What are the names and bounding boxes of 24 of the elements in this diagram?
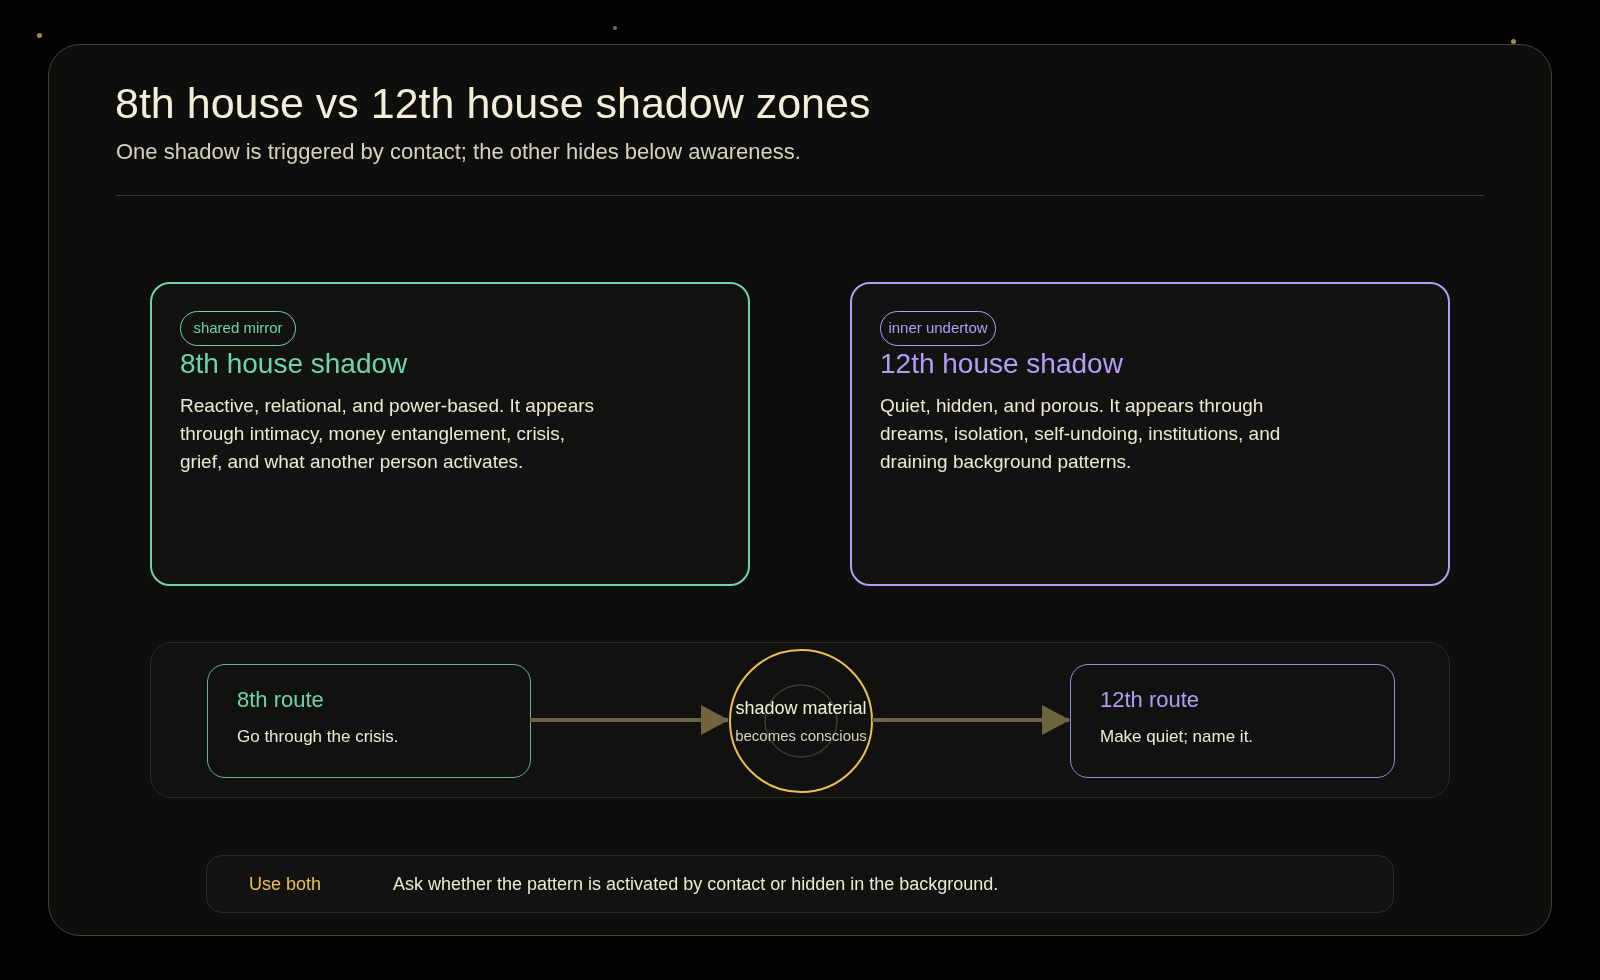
route-box	[1070, 664, 1395, 778]
arrow	[872, 705, 1070, 735]
route-text: Make quiet; name it.	[1100, 726, 1254, 748]
title: 8th house vs 12th house shadow zones	[115, 78, 871, 128]
card-description: Quiet, hidden, and porous. It appears through dreams, isolation, self-undoing, institutions, and draining background patterns.	[880, 394, 1282, 474]
arrow	[530, 705, 729, 735]
card-description: Reactive, relational, and power-based. It appears through intimacy, money entanglement, crisis, grief, and what another person activates.	[180, 394, 596, 474]
shadow-card	[850, 282, 1450, 586]
route-heading: 12th route	[1100, 687, 1201, 713]
subtitle: One shadow is triggered by contact; the other hides below awareness.	[116, 139, 801, 165]
route-text: Go through the crisis.	[237, 726, 399, 748]
note-text: Ask whether the pattern is activated by contact or hidden in the background.	[393, 873, 999, 896]
circle-text: becomes conscious	[735, 726, 867, 745]
note-bar	[206, 855, 1394, 913]
tag-chip: shared mirror	[180, 311, 296, 346]
circle-heading: shadow material	[735, 697, 867, 719]
route-box	[207, 664, 531, 778]
route-band	[150, 642, 1450, 798]
tag-chip: inner undertow	[880, 311, 996, 346]
card-heading: 12th house shadow	[880, 348, 1124, 380]
route-heading: 8th route	[237, 687, 325, 713]
shadow-card	[150, 282, 750, 586]
card-heading: 8th house shadow	[180, 348, 409, 380]
note-label: Use both	[249, 873, 323, 896]
